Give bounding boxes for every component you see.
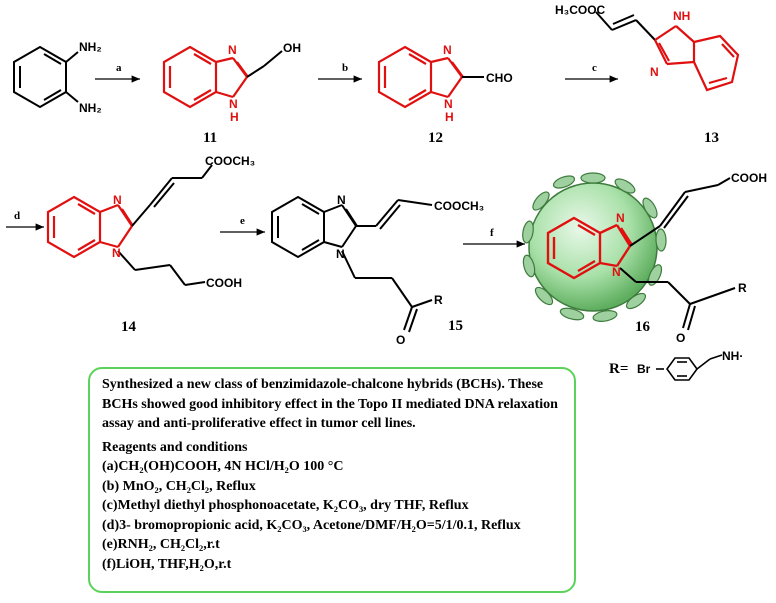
n-atom: N (616, 211, 625, 225)
h3cooc-label: H₃COOC (555, 3, 606, 17)
n-atom: N (443, 43, 452, 57)
step-e-label: e (240, 215, 245, 227)
nh-label: NH (673, 9, 690, 23)
step-f-label: f (490, 227, 494, 239)
compound-16-structure (546, 216, 634, 280)
condition-item: (f)LiOH, THF,H₂O,r.t (102, 556, 232, 572)
r-label: R (738, 281, 747, 295)
compound-12-label: 12 (428, 130, 443, 146)
r-label: R (434, 293, 443, 307)
compound-14-sidechains (117, 164, 213, 286)
compound-13-sidechain (595, 11, 656, 41)
compound-16-label: 16 (635, 319, 651, 335)
br-label: Br (637, 362, 651, 376)
compound-11-structure (162, 45, 249, 109)
compound-11-label: 11 (203, 130, 217, 146)
cho-label: CHO (486, 71, 513, 85)
nanoparticle-sphere (522, 172, 667, 322)
nh2-label-bottom: NH₂ (79, 101, 102, 115)
condition-item: (b) MnO₂, CH₂Cl₂, Reflux (102, 478, 256, 494)
step-d-label: d (14, 210, 20, 222)
r-definition-label: R= (609, 361, 628, 377)
n-atom: N (228, 43, 237, 57)
compound-14-structure (46, 195, 134, 259)
cooh-label: COOH (206, 276, 242, 290)
nh2-label-top: NH₂ (79, 40, 102, 54)
n-atom: N (229, 97, 238, 111)
n-atom: N (650, 65, 659, 79)
r-group-bromobenzyl (656, 354, 723, 381)
compound-13-label: 13 (704, 130, 719, 146)
condition-item: (e)RNH₂, CH₂Cl₂,r.t (102, 537, 220, 552)
cooh-label: COOH (731, 171, 767, 185)
n-atom: N (444, 97, 453, 111)
conditions-header: Reagents and conditions (102, 439, 248, 455)
step-b-label: b (342, 62, 348, 74)
n-atom: N (112, 246, 121, 260)
cooch3-label: COOCH₃ (205, 154, 255, 168)
compound-13-structure (654, 25, 740, 92)
o-atom: O (396, 333, 405, 347)
compound-15-structure (271, 195, 433, 333)
o-atom: O (676, 331, 685, 345)
n-atom: N (337, 193, 346, 207)
oh-label: OH (283, 41, 301, 55)
o-phenylenediamine (13, 45, 79, 109)
n-atom: N (612, 265, 621, 279)
conditions-box: Synthesized a new class of benzimidazole… (88, 367, 576, 593)
condition-item: (a)CH₂(OH)COOH, 4N HCl/H₂O 100 °C (102, 459, 344, 474)
compound-11-sidechain (246, 50, 283, 78)
h-atom: H (445, 110, 454, 124)
compound-14-label: 14 (121, 319, 137, 335)
condition-item: (c)Methyl diethyl phosphonoacetate, K₂CO… (102, 498, 469, 513)
step-a-label: a (116, 62, 122, 74)
nh-radical-label: NH· (722, 349, 743, 363)
n-atom: N (336, 247, 345, 261)
n-atom: N (113, 193, 122, 207)
summary-text: Synthesized a new class of benzimidazole… (102, 377, 558, 431)
step-c-label: c (592, 62, 597, 74)
compound-15-label: 15 (448, 318, 463, 334)
condition-item: (d)3- bromopropionic acid, K₂CO₃, Aceton… (102, 517, 521, 533)
h-atom: H (230, 110, 239, 124)
compound-12-structure (377, 45, 464, 109)
cooch3-label: COOCH₃ (434, 199, 484, 213)
compound-16-sidechains (619, 177, 736, 331)
